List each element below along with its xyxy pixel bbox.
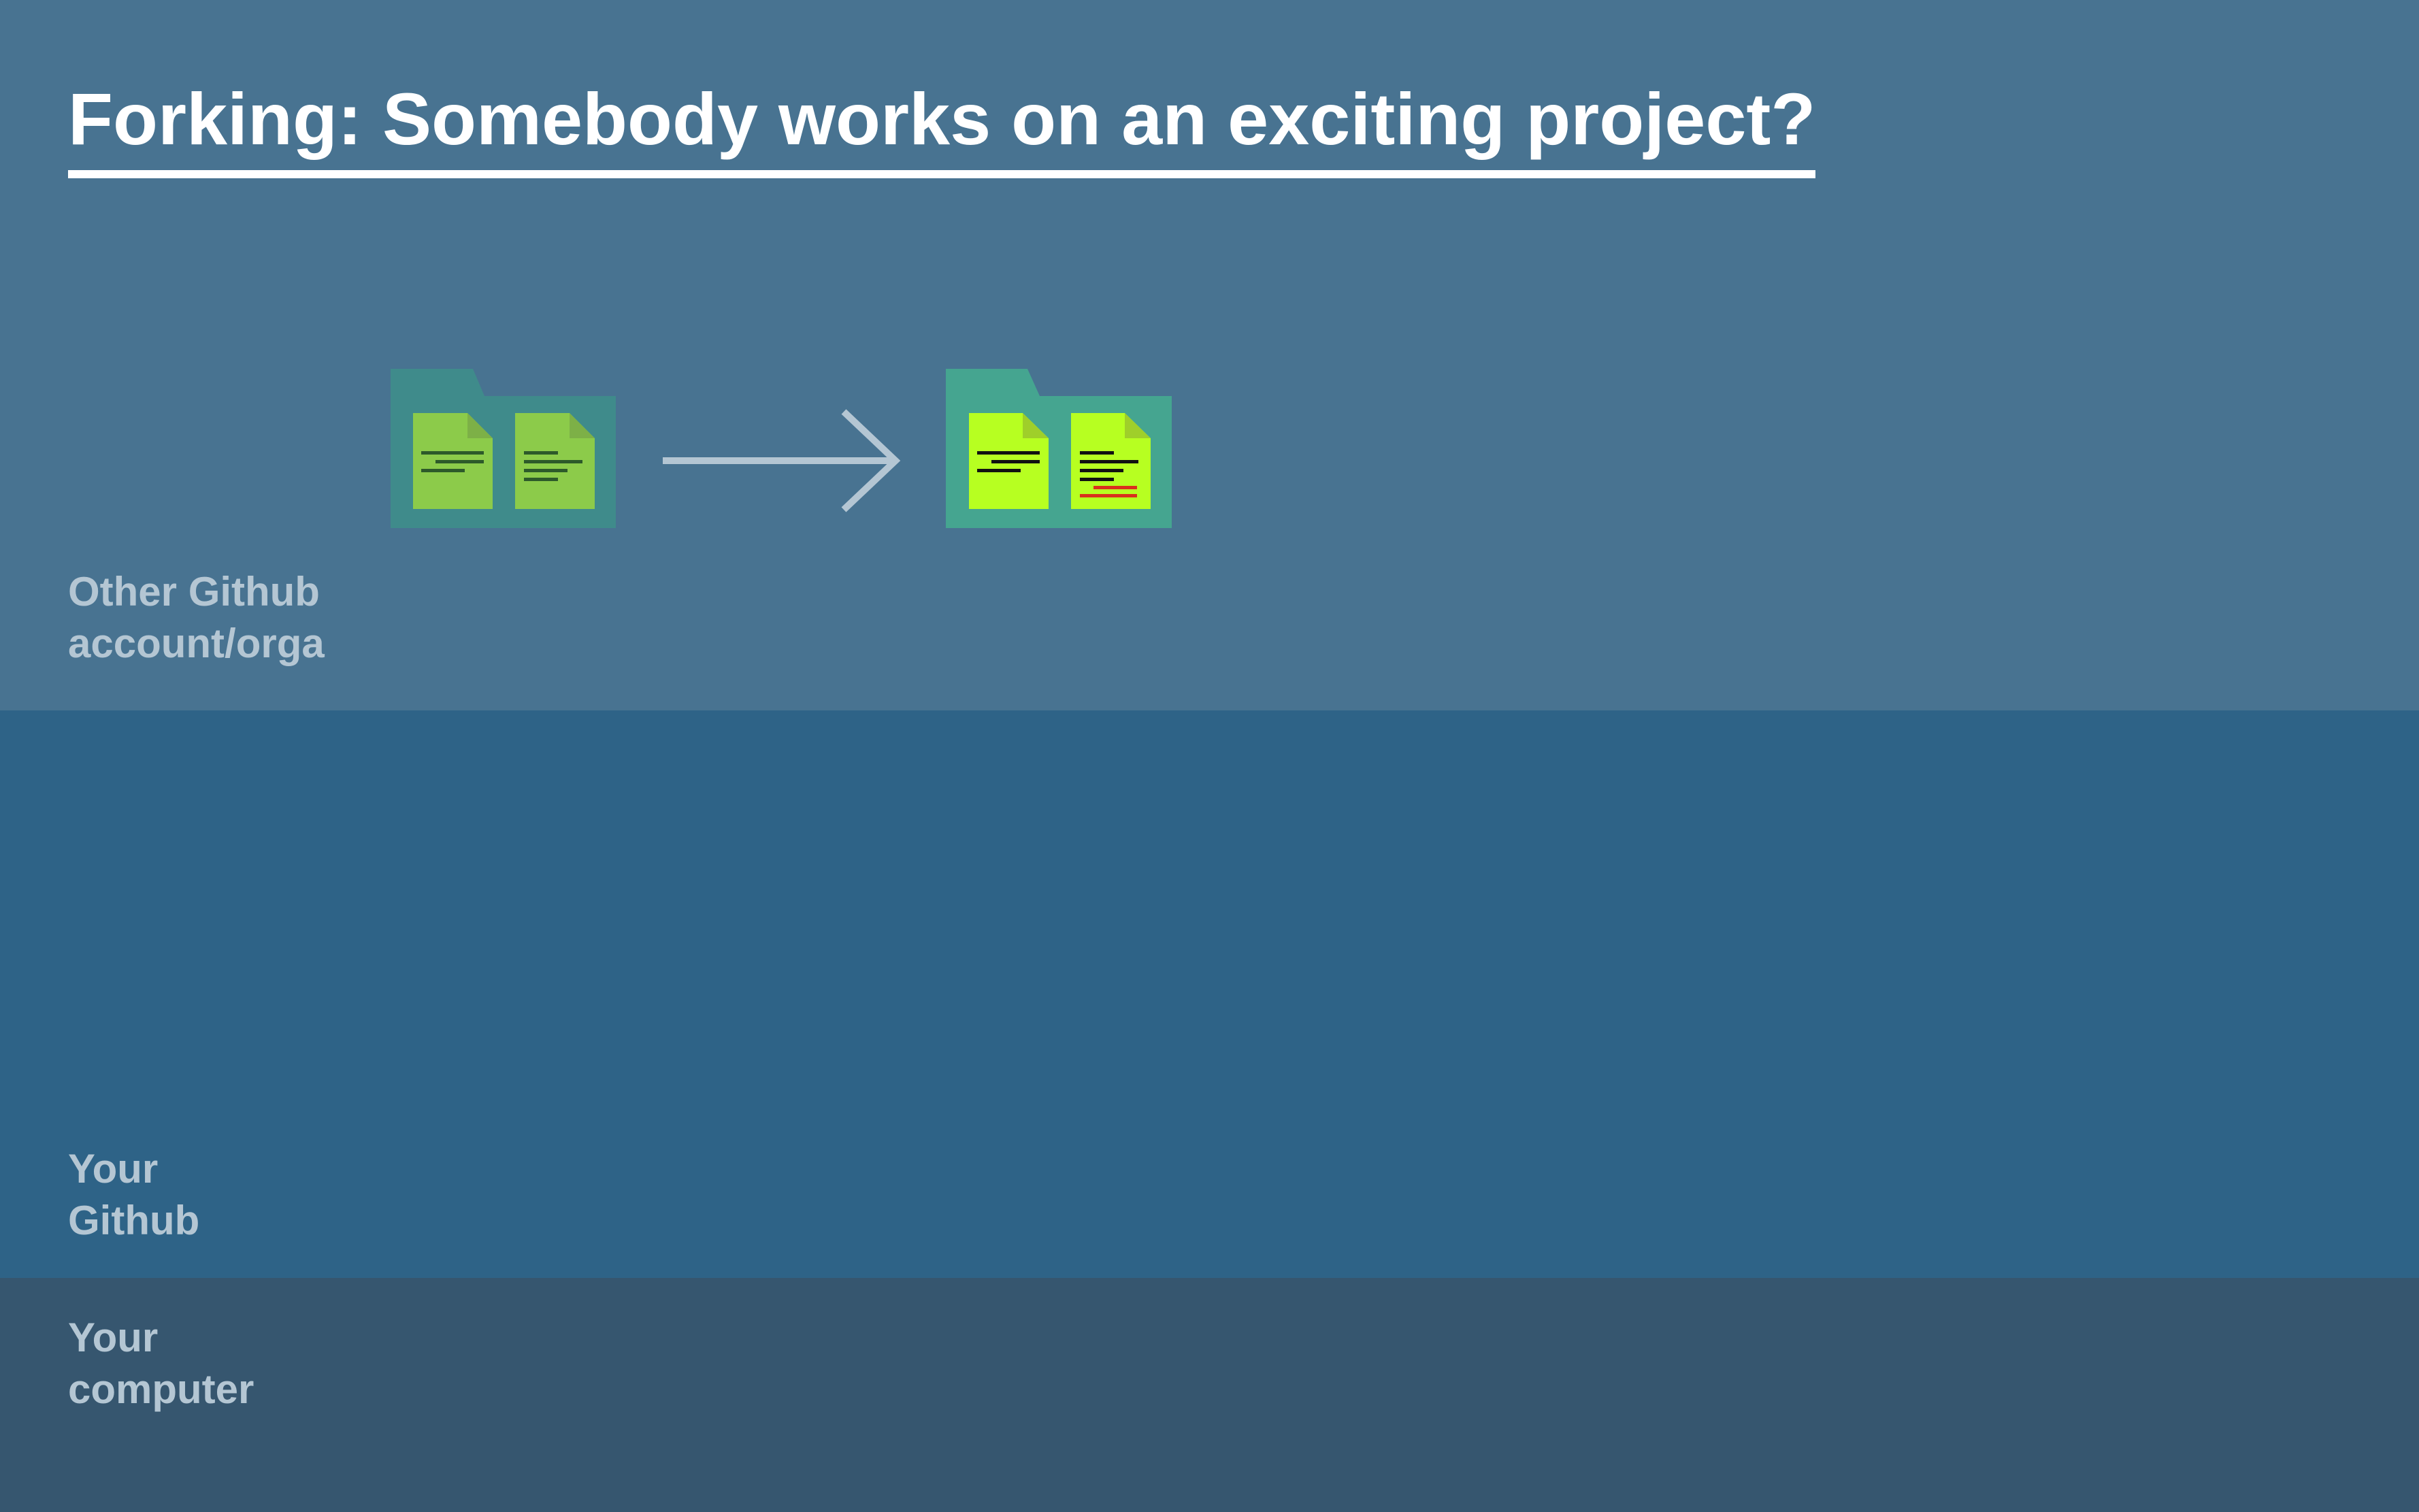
- updated-file-icon-2: [1071, 413, 1151, 509]
- your-github-band: [0, 710, 2419, 1278]
- your-computer-band: [0, 1278, 2419, 1512]
- your-github-label-line1: Your: [68, 1146, 159, 1191]
- other-github-band: [0, 0, 2419, 710]
- your-github-label-line2: Github: [68, 1198, 200, 1243]
- source-file-icon-2: [515, 413, 595, 509]
- your-github-label: Your Github: [68, 1143, 199, 1247]
- your-computer-label: Your computer: [68, 1312, 254, 1415]
- source-repo-folder-icon: [391, 369, 616, 528]
- other-github-label-line1: Other Github: [68, 569, 320, 614]
- slide-title: Forking: Somebody works on an exciting p…: [68, 75, 1816, 178]
- updated-file-icon-1: [969, 413, 1049, 509]
- other-github-label: Other Github account/orga: [68, 566, 325, 670]
- your-computer-label-line2: computer: [68, 1366, 254, 1412]
- source-file-icon-1: [413, 413, 493, 509]
- other-github-label-line2: account/orga: [68, 621, 325, 666]
- updated-repo-folder-icon: [946, 369, 1172, 528]
- your-computer-label-line1: Your: [68, 1315, 159, 1360]
- arrow-right-icon: [663, 409, 901, 512]
